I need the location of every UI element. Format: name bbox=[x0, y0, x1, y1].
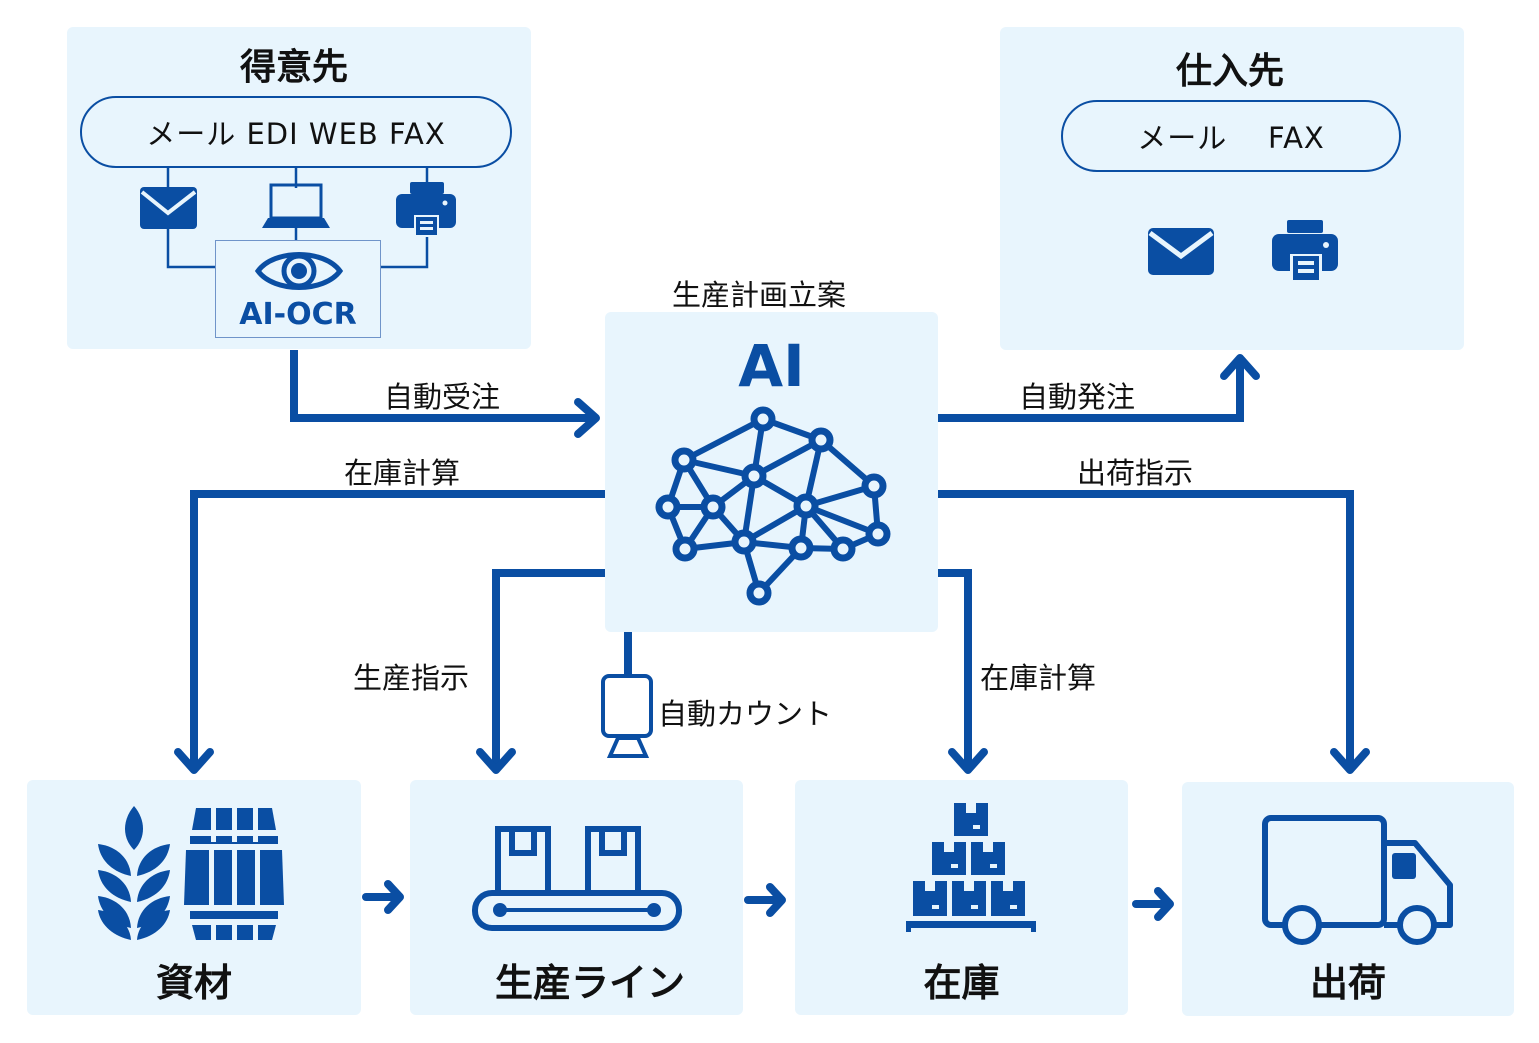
stage-label-inventory: 在庫 bbox=[923, 961, 1000, 1005]
eye-icon bbox=[254, 252, 344, 290]
arrow-production-instruction bbox=[476, 569, 605, 774]
arrow-inventory-calc-right bbox=[938, 569, 988, 774]
supplier-channels-pill: メール FAX bbox=[1061, 100, 1401, 172]
flow-label-inventory-calc-right: 在庫計算 bbox=[980, 661, 1097, 695]
ai-ocr-label: AI-OCR bbox=[239, 297, 357, 332]
flow-label-inventory-calc-left: 在庫計算 bbox=[344, 456, 461, 490]
ai-label: AI bbox=[738, 332, 805, 400]
flow-label-production-instruction: 生産指示 bbox=[353, 661, 470, 695]
flow-label-auto-order-receive: 自動受注 bbox=[384, 380, 501, 414]
arrow-inventory-calc-left bbox=[174, 490, 605, 774]
customer-channels-pill: メール EDI WEB FAX bbox=[80, 96, 512, 168]
stage-label-shipping: 出荷 bbox=[1309, 961, 1386, 1005]
arrow-shipping-instruction bbox=[938, 490, 1370, 774]
stage-label-production-line: 生産ライン bbox=[494, 961, 685, 1005]
supplier-title: 仕入先 bbox=[1175, 51, 1284, 92]
camera-icon bbox=[601, 674, 653, 758]
flow-label-shipping-instruction: 出荷指示 bbox=[1077, 456, 1194, 490]
flow-label-auto-order-place: 自動発注 bbox=[1019, 380, 1136, 414]
customer-title: 得意先 bbox=[239, 47, 348, 88]
flow-label-auto-count: 自動カウント bbox=[658, 697, 833, 731]
ai-ocr-box: AI-OCR bbox=[215, 240, 381, 338]
ai-caption: 生産計画立案 bbox=[672, 278, 847, 312]
supplier-panel bbox=[1000, 27, 1464, 350]
stage-label-materials: 資材 bbox=[155, 961, 232, 1005]
